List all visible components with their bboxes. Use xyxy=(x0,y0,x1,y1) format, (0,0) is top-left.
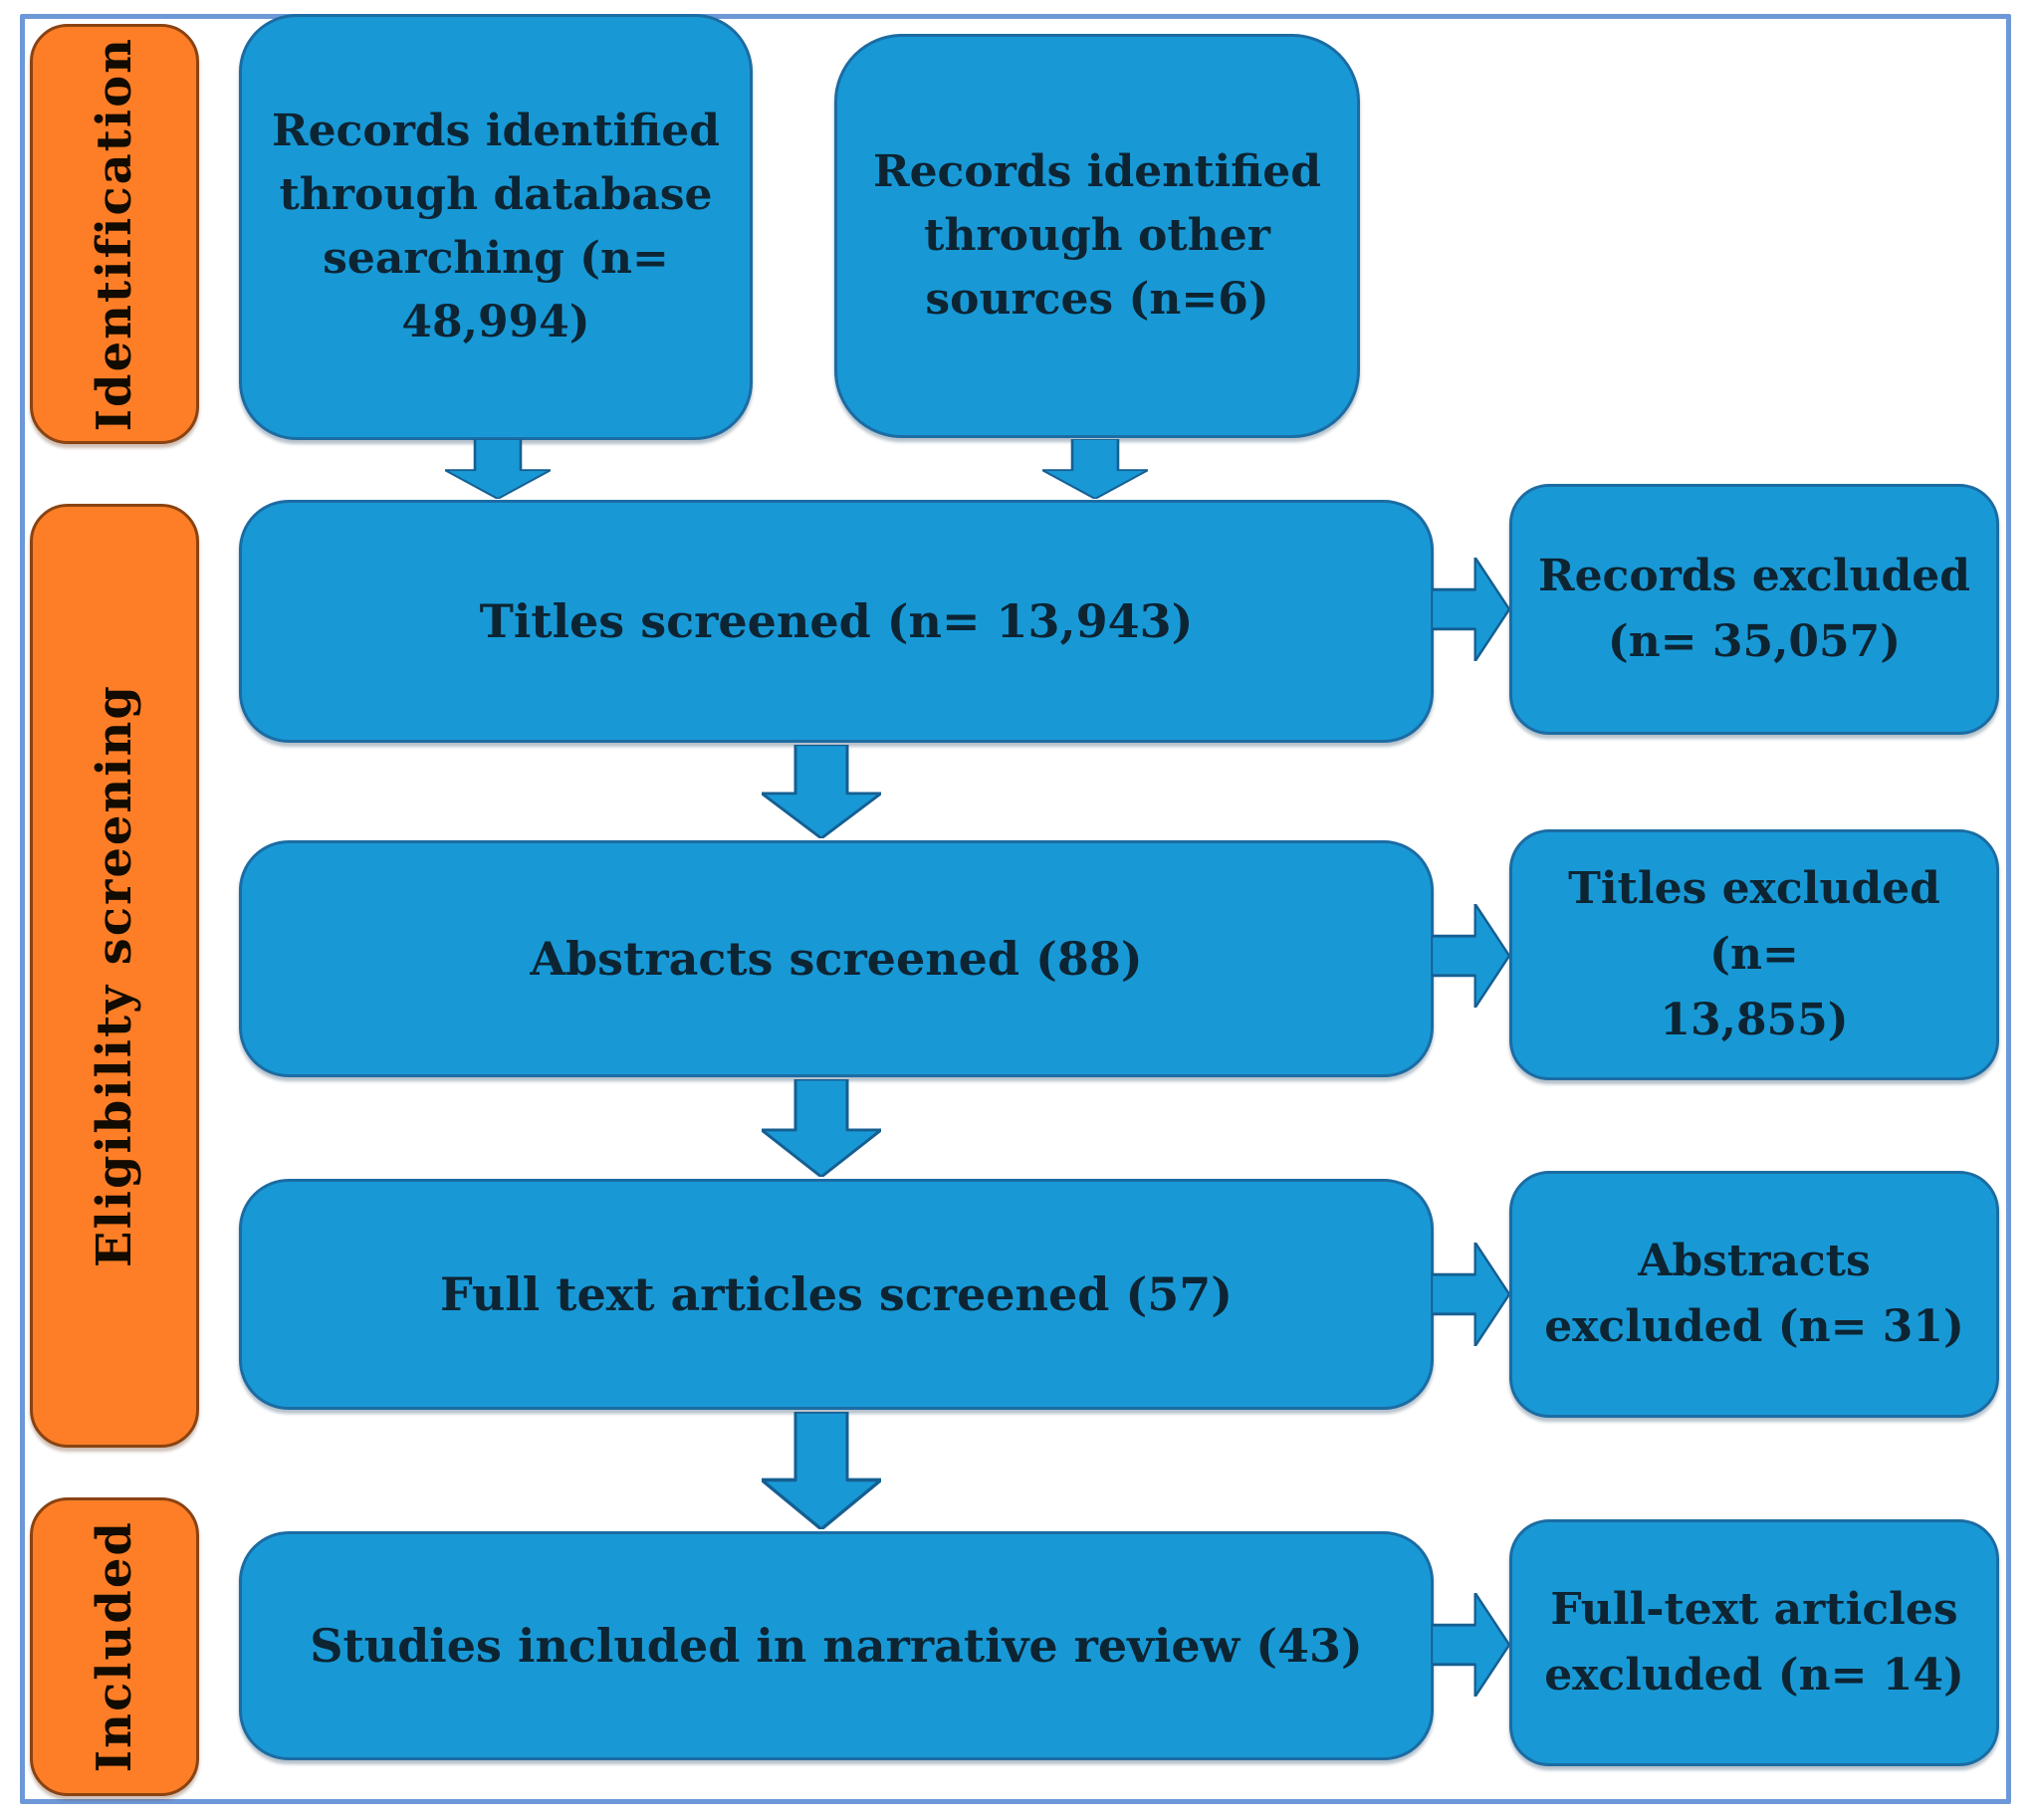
node-abstracts-excluded: Abstracts excluded (n= 31) xyxy=(1509,1171,1999,1418)
node-titles-excluded: Titles excluded (n= 13,855) xyxy=(1509,829,1999,1080)
right-arrow-icon xyxy=(1432,1593,1509,1697)
down-arrow-icon xyxy=(445,439,551,499)
node-abstracts-screened: Abstracts screened (88) xyxy=(239,840,1434,1077)
stage-included-label: Included xyxy=(87,1520,142,1773)
stage-included: Included xyxy=(30,1497,199,1796)
stage-eligibility-screening: Eligibility screening xyxy=(30,504,199,1448)
node-titles-screened: Titles screened (n= 13,943) xyxy=(239,500,1434,743)
stage-identification-label: Identification xyxy=(87,36,142,432)
node-fulltext-screened: Full text articles screened (57) xyxy=(239,1179,1434,1410)
down-arrow-icon xyxy=(762,745,881,838)
node-records-excluded: Records excluded (n= 35,057) xyxy=(1509,484,1999,735)
diagram-frame xyxy=(20,14,2011,1804)
node-records-other-sources: Records identified through other sources… xyxy=(834,34,1360,438)
node-fulltext-excluded: Full-text articles excluded (n= 14) xyxy=(1509,1519,1999,1766)
node-records-database: Records identified through database sear… xyxy=(239,14,753,440)
node-studies-included: Studies included in narrative review (43… xyxy=(239,1531,1434,1760)
down-arrow-icon xyxy=(1042,439,1148,499)
down-arrow-icon xyxy=(762,1412,881,1529)
right-arrow-icon xyxy=(1432,1243,1509,1346)
right-arrow-icon xyxy=(1432,558,1509,661)
down-arrow-icon xyxy=(762,1079,881,1177)
right-arrow-icon xyxy=(1432,904,1509,1008)
stage-identification: Identification xyxy=(30,24,199,444)
stage-eligibility-screening-label: Eligibility screening xyxy=(87,683,142,1268)
